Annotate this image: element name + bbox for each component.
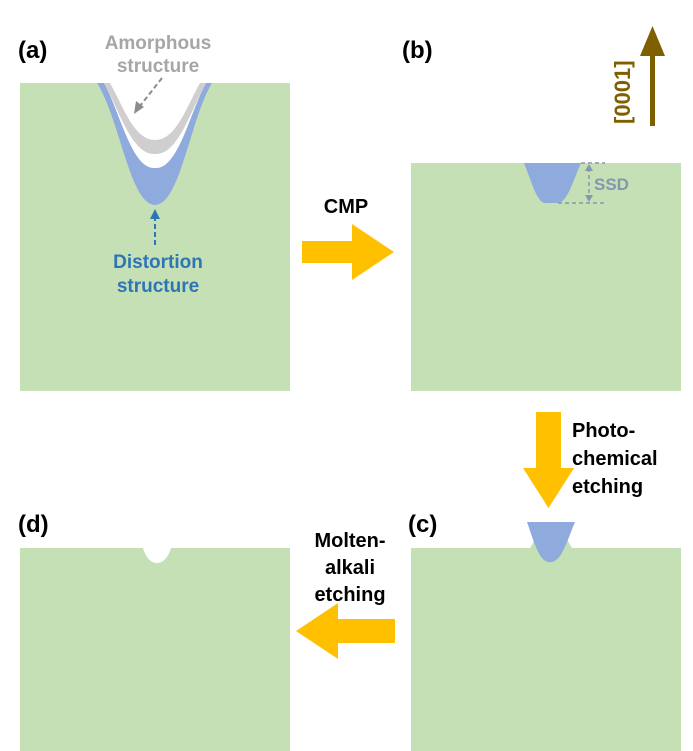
panel-label-d: (d) <box>18 511 49 538</box>
distortion-pointer-head <box>150 209 160 219</box>
photochemical-arrow <box>523 412 574 508</box>
amorphous-label-line2: structure <box>117 56 199 77</box>
distortion-layer-b <box>524 163 581 203</box>
direction-arrow-shaft <box>650 52 655 126</box>
substrate-c <box>411 536 681 751</box>
molten-alkali-label-line1: Molten- <box>314 530 385 552</box>
panel-c: (c) <box>408 511 681 751</box>
panel-label-b: (b) <box>402 37 433 64</box>
panel-a: (a) Amorphous structure Distortion struc… <box>18 33 290 391</box>
panel-d: (d) <box>18 511 290 751</box>
distortion-label-line1: Distortion <box>113 252 203 273</box>
panel-b: SSD (b) [0001] <box>402 26 681 391</box>
step-cmp: CMP <box>302 196 394 280</box>
photochemical-label-line2: chemical <box>572 448 658 470</box>
step-photochemical: Photo- chemical etching <box>523 412 658 508</box>
photochemical-label-line3: etching <box>572 476 643 498</box>
panel-label-a: (a) <box>18 37 47 64</box>
distortion-label-line2: structure <box>117 276 199 297</box>
cmp-arrow <box>302 224 394 280</box>
direction-arrow-head <box>640 26 665 56</box>
distortion-layer-a <box>97 83 212 205</box>
molten-alkali-label-line3: etching <box>314 584 385 606</box>
molten-alkali-arrow <box>296 603 395 659</box>
substrate-d <box>20 548 290 751</box>
molten-alkali-label-line2: alkali <box>325 557 375 579</box>
panel-label-c: (c) <box>408 511 437 538</box>
distortion-layer-c <box>527 522 575 563</box>
ssd-arrow-top <box>585 164 593 171</box>
amorphous-pointer-line <box>139 77 163 107</box>
direction-label: [0001] <box>610 60 635 124</box>
amorphous-label-line1: Amorphous <box>105 33 212 54</box>
amorphous-layer-a <box>104 83 206 155</box>
step-molten-alkali: Molten- alkali etching <box>296 530 395 659</box>
ssd-label: SSD <box>594 175 629 194</box>
cmp-label: CMP <box>324 196 368 218</box>
photochemical-label-line1: Photo- <box>572 420 635 442</box>
amorphous-pointer-head <box>134 101 144 114</box>
ssd-arrow-bottom <box>585 195 593 202</box>
